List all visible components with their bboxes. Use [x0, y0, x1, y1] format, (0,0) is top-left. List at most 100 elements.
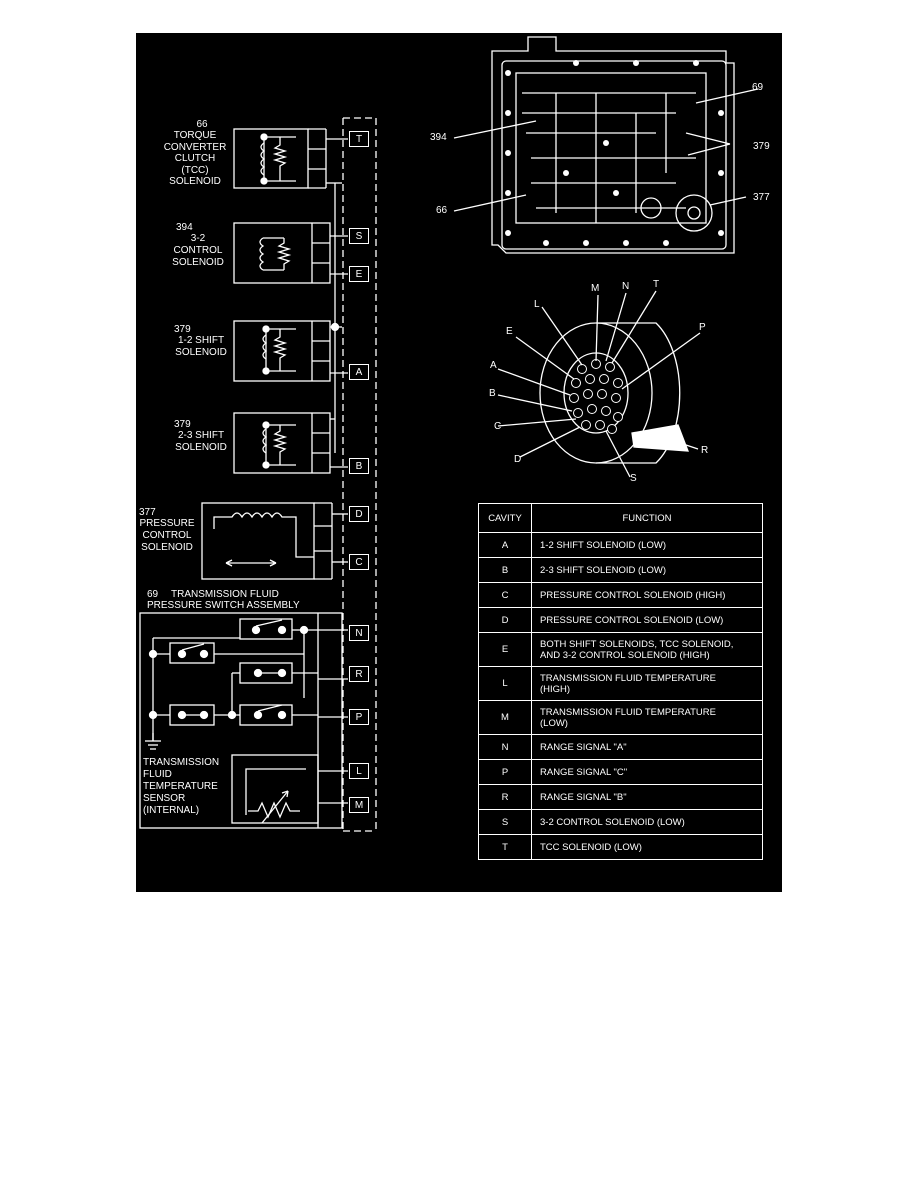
- header-function: FUNCTION: [531, 503, 763, 533]
- function-cell: RANGE SIGNAL "C": [531, 759, 763, 785]
- cavity-cell: T: [478, 834, 532, 860]
- table-header-row: CAVITY FUNCTION: [478, 503, 763, 533]
- pcs-line-1: PRESSURE: [139, 518, 195, 529]
- cavity-cell: S: [478, 809, 532, 835]
- callout-66: 66: [436, 205, 448, 216]
- shift23-line-1: 2-3 SHIFT: [177, 430, 225, 441]
- connector-outline: [342, 117, 377, 832]
- face-label-m: M: [591, 283, 600, 294]
- pin-p: P: [349, 709, 369, 725]
- cavity-cell: B: [478, 557, 532, 583]
- pcs-line-3: SOLENOID: [141, 542, 193, 553]
- shift23-number: 379: [174, 419, 191, 430]
- pcs-number: 377: [139, 507, 156, 518]
- shift-12-solenoid-symbol: [233, 320, 348, 382]
- pin-a: A: [349, 364, 369, 380]
- function-cell: TRANSMISSION FLUID TEMPERATURE (LOW): [531, 700, 763, 735]
- cavity-cell: A: [478, 532, 532, 558]
- shift23-line-2: SOLENOID: [175, 442, 227, 453]
- callout-69: 69: [752, 82, 764, 93]
- function-cell: BOTH SHIFT SOLENOIDS, TCC SOLENOID, AND …: [531, 632, 763, 667]
- pressure-switch-assembly-symbol: [139, 612, 348, 829]
- face-label-a: A: [490, 360, 497, 371]
- tcc-number: 66: [196, 119, 208, 130]
- pin-c: C: [349, 554, 369, 570]
- callout-377: 377: [753, 192, 770, 203]
- face-label-t: T: [653, 279, 660, 290]
- callout-379: 379: [753, 141, 770, 152]
- cavity-cell: N: [478, 734, 532, 760]
- function-cell: TRANSMISSION FLUID TEMPERATURE (HIGH): [531, 666, 763, 701]
- tcc-line-2: CONVERTER: [163, 141, 227, 153]
- function-cell: 3-2 CONTROL SOLENOID (LOW): [531, 809, 763, 835]
- cavity-cell: R: [478, 784, 532, 810]
- tft-line-3: TEMPERATURE: [143, 781, 218, 792]
- pin-d: D: [349, 506, 369, 522]
- tfps-number: 69: [147, 589, 159, 600]
- pin-l: L: [349, 763, 369, 779]
- function-cell: RANGE SIGNAL "B": [531, 784, 763, 810]
- pin-b: B: [349, 458, 369, 474]
- tcc-line-4: (TCC): [181, 164, 209, 176]
- function-cell: PRESSURE CONTROL SOLENOID (LOW): [531, 607, 763, 633]
- diagram-panel: 66 TORQUE CONVERTER CLUTCH (TCC) SOLENOI…: [136, 33, 782, 892]
- pin-e: E: [349, 266, 369, 282]
- control-32-solenoid-symbol: [233, 222, 348, 284]
- control32-line-1: 3-2: [190, 233, 206, 244]
- cavity-cell: P: [478, 759, 532, 785]
- tfps-line-2: PRESSURE SWITCH ASSEMBLY: [147, 600, 300, 611]
- function-cell: PRESSURE CONTROL SOLENOID (HIGH): [531, 582, 763, 608]
- valve-body-illustration: [453, 36, 759, 254]
- shift12-number: 379: [174, 324, 191, 335]
- tft-line-5: (INTERNAL): [143, 805, 200, 816]
- face-label-r: R: [701, 445, 709, 456]
- function-cell: RANGE SIGNAL "A": [531, 734, 763, 760]
- control32-line-3: SOLENOID: [172, 257, 224, 268]
- power-rail: [330, 183, 342, 453]
- tcc-line-1: TORQUE: [173, 130, 217, 141]
- cavity-cell: E: [478, 632, 532, 667]
- pin-r: R: [349, 666, 369, 682]
- pressure-control-solenoid-symbol: [201, 502, 348, 580]
- pcs-line-2: CONTROL: [142, 530, 192, 541]
- callout-394: 394: [430, 132, 447, 143]
- face-label-c: C: [494, 421, 502, 432]
- tfps-line-1: TRANSMISSION FLUID: [171, 589, 279, 600]
- function-cell: 1-2 SHIFT SOLENOID (LOW): [531, 532, 763, 558]
- tft-line-1: TRANSMISSION: [143, 757, 220, 768]
- tft-line-4: SENSOR: [143, 793, 186, 804]
- face-label-n: N: [622, 281, 630, 292]
- pin-s: S: [349, 228, 369, 244]
- pin-t: T: [349, 131, 369, 147]
- function-cell: TCC SOLENOID (LOW): [531, 834, 763, 860]
- face-label-p: P: [699, 322, 706, 333]
- face-label-b: B: [489, 388, 496, 399]
- cavity-cell: L: [478, 666, 532, 701]
- face-label-l: L: [534, 299, 540, 310]
- face-label-d: D: [514, 454, 522, 465]
- cavity-cell: D: [478, 607, 532, 633]
- shift12-line-1: 1-2 SHIFT: [177, 335, 225, 346]
- control32-line-2: CONTROL: [173, 245, 223, 256]
- face-label-s: S: [630, 473, 637, 484]
- tcc-solenoid-symbol: [233, 128, 348, 189]
- face-label-e: E: [506, 326, 513, 337]
- tcc-line-5: SOLENOID: [169, 176, 221, 187]
- cavity-cell: C: [478, 582, 532, 608]
- connector-illustration: [497, 290, 701, 478]
- pin-n: N: [349, 625, 369, 641]
- pin-m: M: [349, 797, 369, 813]
- shift-23-solenoid-symbol: [233, 412, 348, 474]
- wiring-schematic: [139, 36, 759, 832]
- tft-line-2: FLUID: [143, 769, 172, 780]
